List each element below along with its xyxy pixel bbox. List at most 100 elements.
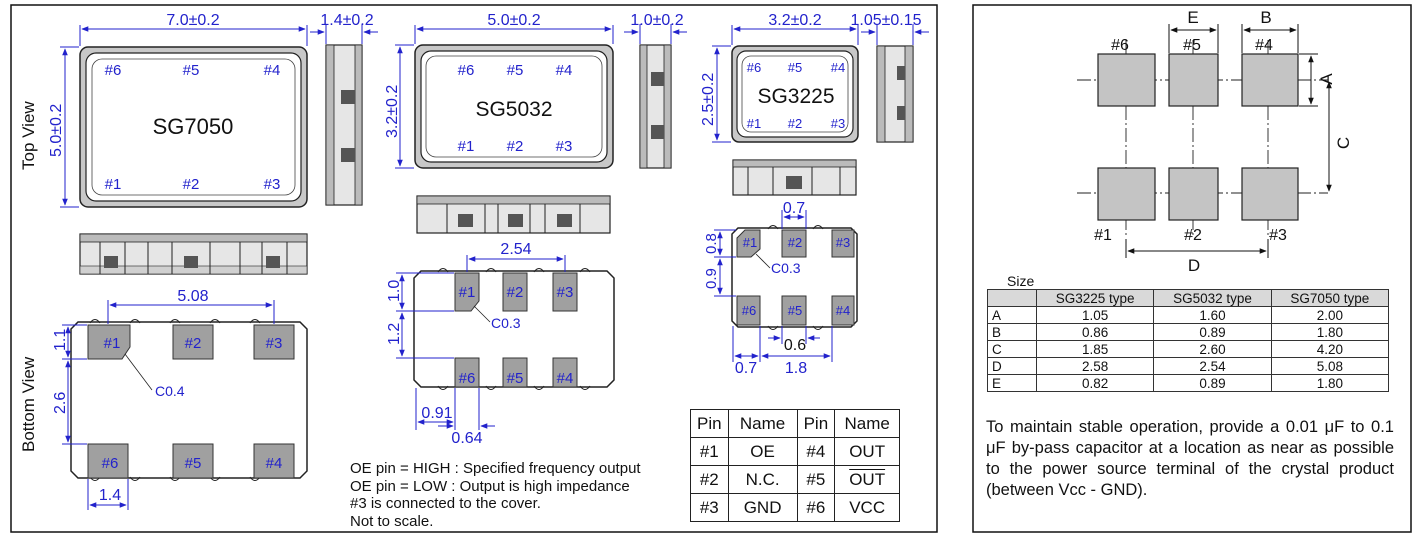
sg5032-chamfer-label: C0.3 [491, 315, 521, 331]
size-table-cell: 4.20 [1270, 340, 1390, 358]
pin-table-cell: #2 [690, 465, 729, 494]
sg7050-thickness-dimension [310, 24, 378, 44]
sg7050-pad-gap-label: 2.6 [52, 392, 69, 414]
notes-block: OE pin = HIGH : Specified frequency outp… [350, 460, 641, 530]
sg3225-bot-pin1: #1 [743, 235, 757, 250]
sg3225-width-label: 3.2±0.2 [768, 12, 821, 29]
land-pin5: #5 [1183, 37, 1201, 54]
right-panel-frame [972, 4, 1412, 533]
sg5032-bot-pin5: #5 [507, 370, 524, 387]
sg7050-pad-height-label: 1.1 [52, 329, 69, 351]
sg3225-pad-top-label: 0.7 [783, 200, 805, 217]
sg3225-pad-top-dimension [781, 210, 807, 229]
sg5032-pad-width-label: 0.91 [421, 405, 452, 422]
sg5032-top-view [414, 44, 614, 169]
pin-table-cell: GND [727, 493, 798, 522]
land-dimension-lines [1125, 24, 1332, 258]
pin-table-cell: #6 [796, 493, 836, 522]
sg5032-height-dimension [395, 44, 414, 169]
sg3225-bottom-vertical-dimensions [714, 229, 736, 297]
sg3225-chamfer-label: C0.3 [771, 260, 801, 276]
size-table-cell: B [987, 323, 1037, 341]
land-pin6: #6 [1111, 37, 1129, 54]
note-oe-high: OE pin = HIGH : Specified frequency outp… [350, 460, 641, 477]
pin-table-row: #3 GND #6 VCC [690, 493, 901, 522]
size-table-row: B 0.86 0.89 1.80 [987, 323, 1390, 341]
land-label-d: D [1188, 256, 1200, 275]
sg7050-height-dimension [60, 46, 79, 208]
sg3225-height-dimension [712, 45, 731, 143]
sg7050-top-pin1: #1 [105, 176, 122, 193]
sg7050-pad-width-label: 1.4 [99, 487, 121, 504]
sg5032-bottom-vertical-dimensions [396, 272, 454, 359]
sg5032-bot-pin3: #3 [557, 284, 574, 301]
sg5032-width-dimension [414, 25, 614, 44]
size-table-cell: 2.00 [1270, 306, 1390, 324]
note-oe-low: OE pin = LOW : Output is high impedance [350, 477, 630, 495]
sg3225-top-pin2: #2 [788, 116, 802, 131]
top-view-label: Top View [19, 101, 38, 170]
sg7050-top-pin4: #4 [264, 62, 281, 79]
sg3225-top-pin4: #4 [831, 60, 845, 75]
pin-table-cell: #4 [796, 437, 836, 466]
sg3225-top-view [731, 45, 859, 143]
land-pin4: #4 [1255, 37, 1273, 54]
left-panel-frame [10, 4, 938, 533]
sg3225-width-dimension [731, 25, 859, 45]
sg7050-bottom-view [70, 319, 308, 481]
pin-table-header-cell: Pin [690, 409, 729, 438]
land-label-c: C [1334, 137, 1353, 149]
pin-table-row: #1 OE #4 OUT [690, 437, 901, 466]
sg7050-side-view [325, 44, 363, 206]
sg5032-bot-pin1: #1 [459, 284, 476, 301]
sg3225-pad-height-label: 0.8 [703, 233, 720, 254]
pin-table-row: #2 N.C. #5 OUT [690, 465, 901, 494]
size-table-cell: 1.60 [1153, 306, 1272, 324]
pin-table-header-cell: Name [727, 409, 798, 438]
sg7050-height-label: 5.0±0.2 [48, 104, 65, 157]
sg7050-bot-pin4: #4 [266, 455, 283, 472]
sg7050-thickness-label: 1.4±0.2 [320, 12, 373, 29]
sg7050-pitch-label: 5.08 [177, 288, 208, 305]
sg3225-bottom-view [731, 225, 858, 330]
size-table-cell: 2.58 [1035, 357, 1155, 375]
sg7050-front-view [79, 233, 308, 275]
pin-table-cell: OUT [834, 465, 901, 494]
land-label-b: B [1260, 8, 1271, 27]
sg3225-bot-pin6: #6 [742, 303, 756, 318]
size-table-cell: A [987, 306, 1037, 324]
sg7050-name: SG7050 [153, 114, 234, 139]
sg5032-top-pin4: #4 [556, 62, 573, 79]
sg5032-side-view [639, 44, 672, 169]
sg7050-top-pin3: #3 [264, 176, 281, 193]
sg7050-top-pin2: #2 [183, 176, 200, 193]
pin-table-header-cell: Pin [796, 409, 836, 438]
sg5032-top-pin6: #6 [458, 62, 475, 79]
sg3225-top-pin6: #6 [747, 60, 761, 75]
sg5032-thickness-dimension [624, 24, 687, 44]
size-table-cell: D [987, 357, 1037, 375]
sg7050-chamfer-label: C0.4 [155, 383, 185, 399]
sg3225-bottom-horizontal-dimensions [732, 326, 833, 362]
pin-table-cell: OE [727, 437, 798, 466]
size-table-cell: 0.89 [1153, 374, 1272, 392]
sg7050-bottom-vertical-dimensions [62, 324, 87, 445]
size-table-cell: 1.80 [1270, 323, 1390, 341]
sg7050-width-dimension [79, 25, 308, 46]
size-table-header-cell [987, 289, 1037, 307]
sg3225-top-pin1: #1 [747, 116, 761, 131]
bypass-capacitor-note: To maintain stable operation, provide a … [986, 418, 1394, 499]
size-table-cell: 1.85 [1035, 340, 1155, 358]
sg7050-bot-pin5: #5 [185, 455, 202, 472]
size-table-cell: 2.54 [1153, 357, 1272, 375]
note-scale: Not to scale. [350, 512, 434, 530]
land-pin2: #2 [1184, 227, 1202, 244]
pin-table-cell: #1 [690, 437, 729, 466]
sg5032-top-pin2: #2 [507, 138, 524, 155]
sg3225-pad-x-label: 0.7 [735, 360, 757, 377]
size-table-header-cell: SG3225 type [1035, 289, 1155, 307]
sg7050-bot-pin6: #6 [102, 455, 119, 472]
sg7050-bot-pin1: #1 [104, 335, 121, 352]
sg5032-top-pin1: #1 [458, 138, 475, 155]
